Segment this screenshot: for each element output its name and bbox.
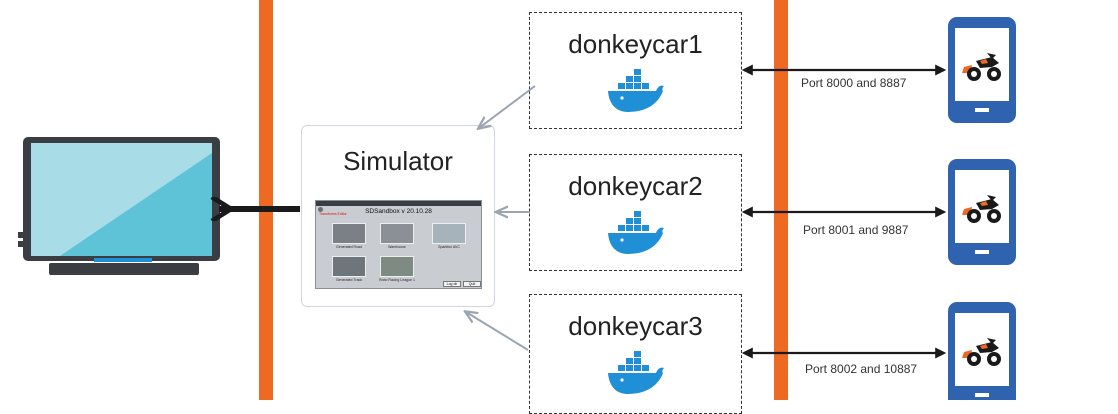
container1-to-simulator-arrow xyxy=(479,85,536,128)
simulator-app-title: SDSandbox v 20.10.28 xyxy=(365,208,432,215)
container-donkeycar3: donkeycar3 xyxy=(529,294,742,414)
track-label: Generated Road xyxy=(336,245,362,249)
track-label: Warehouse xyxy=(388,245,406,249)
track-thumbnail xyxy=(380,223,414,244)
docker-whale-icon xyxy=(606,69,666,113)
phone-icon xyxy=(948,159,1016,265)
simulator-title: Simulator xyxy=(343,146,453,176)
right-network-bar xyxy=(774,0,788,400)
container3-to-simulator-arrow xyxy=(466,312,529,351)
quit-button[interactable]: Quit xyxy=(463,281,481,287)
phone-icon xyxy=(948,302,1016,400)
track-thumbnail xyxy=(380,256,414,277)
track-label: Robo Racing League 1 xyxy=(379,278,415,282)
phone-icon xyxy=(948,17,1016,123)
port-label: Port 8002 and 10887 xyxy=(805,362,918,376)
port-label: Port 8000 and 8887 xyxy=(801,76,907,90)
track-thumbnail xyxy=(432,223,466,244)
container-donkeycar1: donkeycar1 xyxy=(529,12,742,129)
monitor-icon-graphic xyxy=(18,137,220,275)
log-dir-button[interactable]: Log dir xyxy=(443,281,461,287)
container-donkeycar2: donkeycar2 xyxy=(529,154,742,271)
track-thumbnail xyxy=(332,223,366,244)
simulator-warning-text: Transforms Editor xyxy=(319,212,347,216)
simulator-window-titlebar xyxy=(316,201,481,206)
simulator-window-screenshot: SDSandbox v 20.10.28 Transforms Editor G… xyxy=(315,200,482,289)
docker-whale-icon xyxy=(606,211,666,255)
gear-icon xyxy=(318,207,323,212)
track-label: Generated Track xyxy=(335,278,363,282)
left-network-bar xyxy=(259,0,273,400)
port-label: Port 8001 and 9887 xyxy=(803,223,909,237)
container-title: donkeycar2 xyxy=(568,171,703,201)
track-thumbnail xyxy=(332,256,366,277)
container-title: donkeycar3 xyxy=(568,311,703,341)
docker-whale-icon xyxy=(606,351,666,395)
track-label: Sparkfun AVC xyxy=(438,245,460,249)
simulator-card: Simulator SDSandbox v 20.10.28 Transform… xyxy=(301,125,495,307)
container-title: donkeycar1 xyxy=(568,29,703,59)
